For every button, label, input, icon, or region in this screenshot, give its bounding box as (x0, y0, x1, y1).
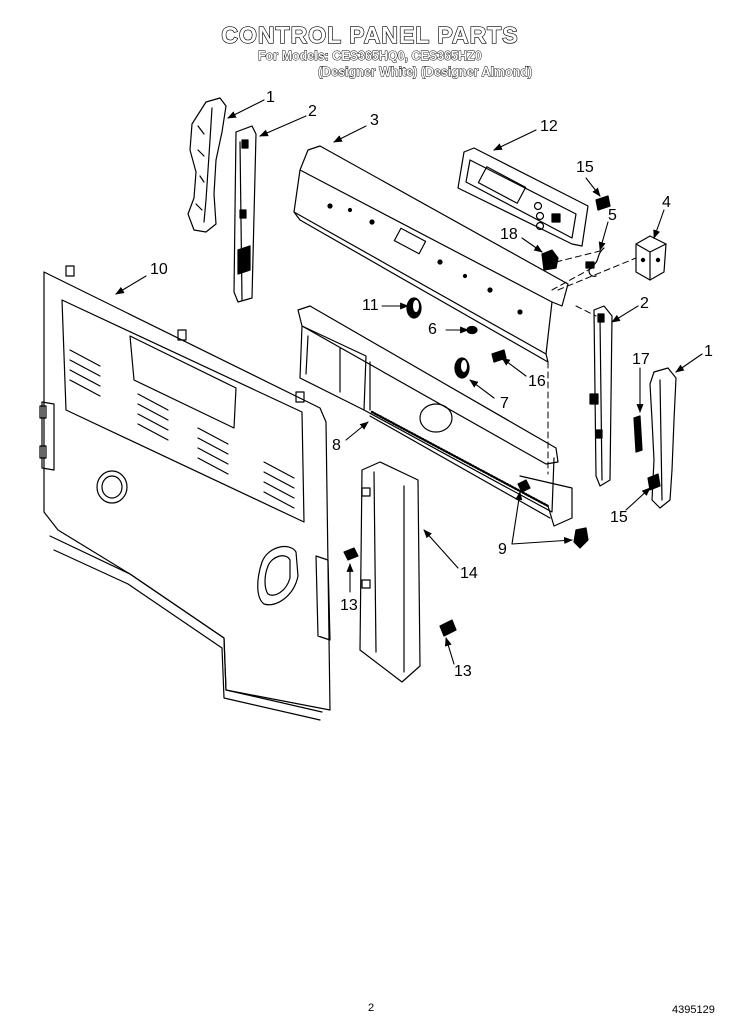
control-panel-part-3 (293, 145, 569, 363)
left-side-bracket-part-2 (233, 125, 257, 303)
callout-13-left: 13 (340, 597, 358, 614)
callout-15-top: 15 (576, 159, 594, 176)
callout-7: 7 (500, 395, 509, 412)
electronic-control-part-12 (457, 147, 589, 247)
front-shield-part-14 (359, 461, 421, 683)
callout-5: 5 (608, 207, 617, 224)
right-side-bracket-part-2 (589, 305, 613, 487)
callout-13-right: 13 (454, 663, 472, 680)
page-title: CONTROL PANEL PARTS (221, 21, 519, 48)
callout-11: 11 (362, 297, 379, 314)
sensor-part-4 (635, 235, 667, 281)
knob-part-11 (406, 297, 422, 319)
knob-part-7 (454, 357, 470, 379)
page-number: 2 (368, 1002, 375, 1014)
callout-17: 17 (632, 351, 650, 368)
callout-15-bottom: 15 (610, 509, 628, 526)
callout-4: 4 (662, 194, 671, 211)
callout-2-left: 2 (308, 103, 317, 120)
callout-14: 14 (460, 565, 478, 582)
fasteners (343, 195, 661, 637)
wire-harness-part-5 (585, 247, 605, 277)
panel-base-part-8 (297, 305, 573, 527)
callout-2-right: 2 (640, 295, 649, 312)
callout-9: 9 (498, 541, 507, 558)
left-end-cap-part-1 (187, 97, 227, 233)
callout-1-left: 1 (266, 89, 275, 106)
callout-18: 18 (500, 226, 518, 243)
callout-6: 6 (428, 321, 437, 338)
assembly-lines (547, 249, 637, 475)
callout-8: 8 (332, 437, 341, 454)
callout-3: 3 (370, 112, 379, 129)
callout-10: 10 (150, 261, 168, 278)
rear-panel-part-10 (39, 265, 331, 721)
callout-1-right: 1 (704, 343, 713, 360)
callout-12: 12 (540, 118, 558, 135)
document-number: 4395129 (672, 1004, 715, 1016)
colors-line: (Designer White) (Designer Almond) (318, 65, 533, 80)
right-end-cap-part-1 (649, 367, 677, 509)
callout-16: 16 (528, 373, 546, 390)
switch-part-18 (541, 249, 559, 271)
models-line: For Models: CES365HQ0, CES365HZ0 (258, 49, 483, 64)
leader-lines (115, 99, 703, 665)
